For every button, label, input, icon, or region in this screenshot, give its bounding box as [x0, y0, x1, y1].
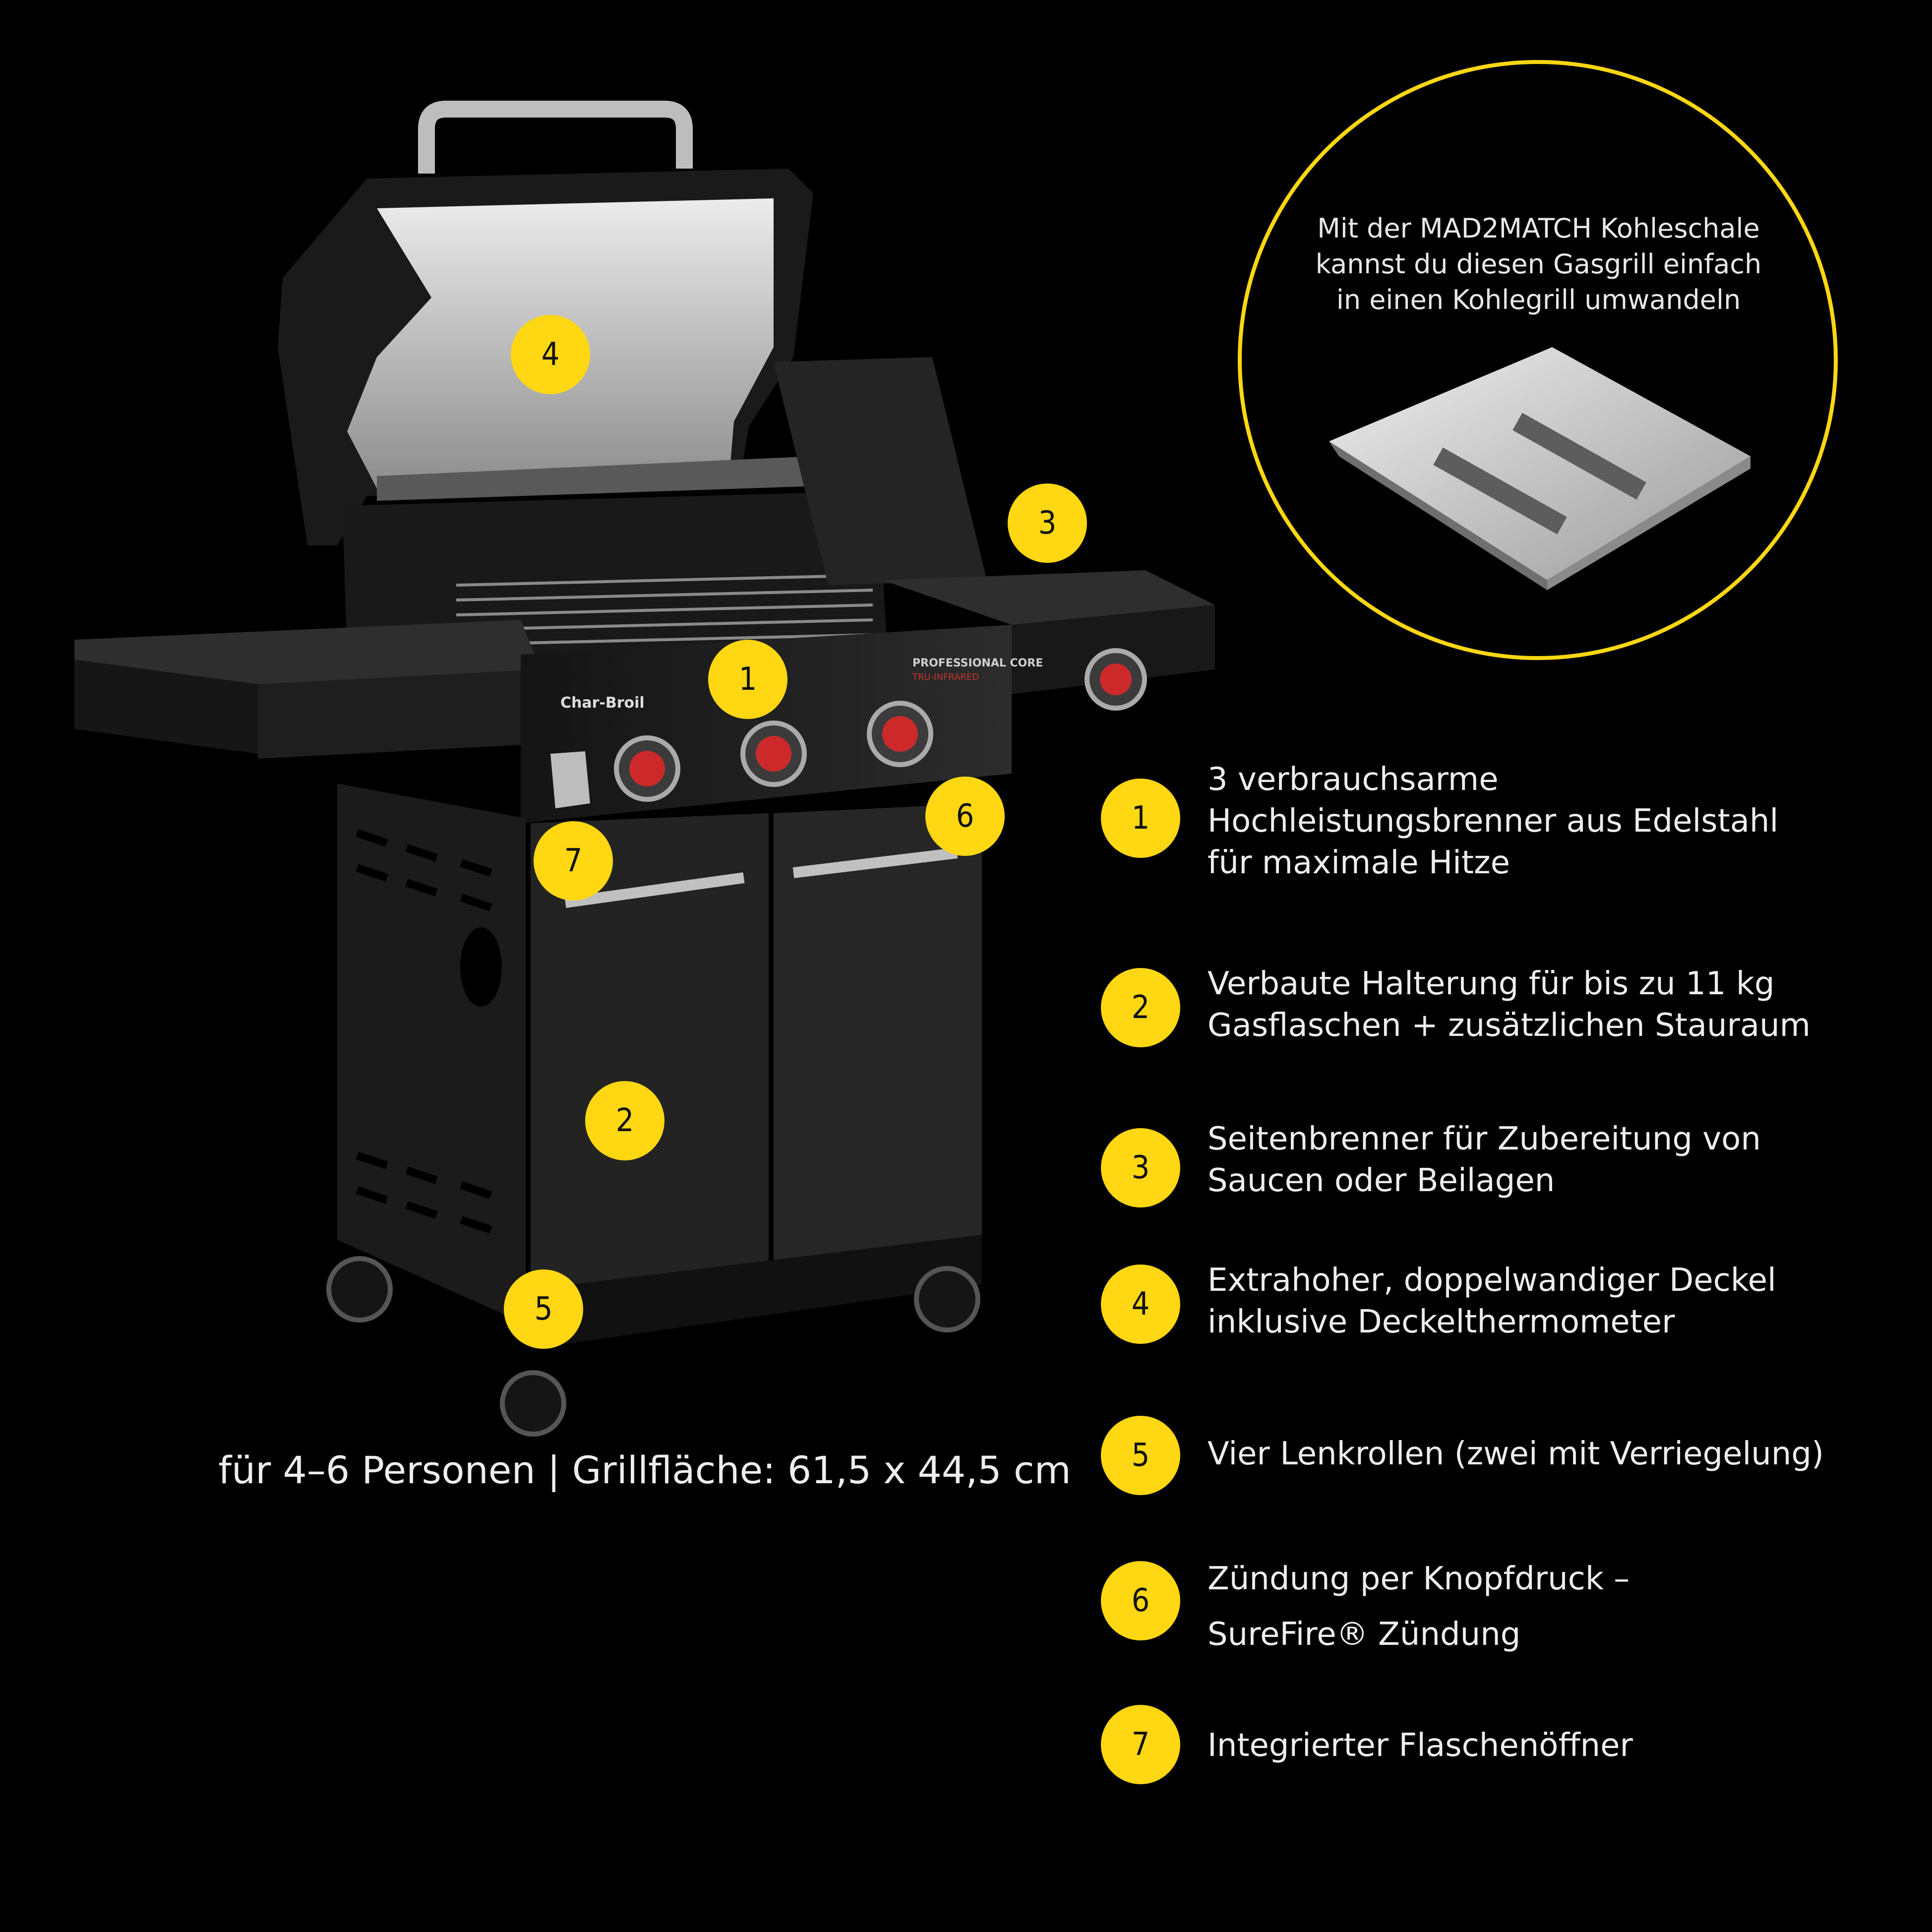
- callout-circle: [1238, 60, 1838, 660]
- feature-badge-2: 2: [1101, 968, 1180, 1047]
- product-badge-5: 5: [504, 1269, 583, 1349]
- feature-text-6: Zündung per Knopfdruck – SureFire® Zündu…: [1208, 1561, 1630, 1653]
- callout-text: Mit der MAD2MATCH Kohleschale kannst du …: [1315, 213, 1762, 315]
- product-badge-7: 7: [534, 821, 613, 901]
- feature-text-4: Extrahoher, doppelwandiger Deckel inklus…: [1208, 1262, 1776, 1340]
- series-label: PROFESSIONAL CORE: [912, 657, 1043, 669]
- feature-text-7: Integrierter Flaschenöffner: [1208, 1727, 1633, 1764]
- bottle-opener-shape: [550, 751, 590, 808]
- feature-text-5: Vier Lenkrollen (zwei mit Verriegelung): [1208, 1436, 1824, 1472]
- product-badge-2: 2: [585, 1081, 664, 1160]
- control-knobs: [614, 648, 1147, 802]
- side-burner-lid: [774, 357, 987, 585]
- warming-rack: [377, 456, 818, 501]
- feature-item-1: 1 3 verbrauchsarme Hochleistungsbrenner …: [1101, 761, 1904, 907]
- product-badge-4: 4: [511, 315, 590, 394]
- feature-badge-5: 5: [1101, 1416, 1180, 1495]
- feature-badge-1: 1: [1101, 779, 1180, 858]
- feature-item-3: 3 Seitenbrenner für Zubereitung von Sauc…: [1101, 1121, 1904, 1227]
- product-badge-6: 6: [925, 777, 1005, 856]
- brand-logo: Char-Broil: [560, 694, 645, 712]
- feature-text-2: Verbaute Halterung für bis zu 11 kg Gasf…: [1208, 966, 1811, 1044]
- side-vents: [356, 829, 492, 1234]
- caster-wheels: [326, 1256, 980, 1437]
- lid-handle: [418, 101, 693, 174]
- right-side-shelf: [883, 570, 1215, 625]
- feature-text-3: Seitenbrenner für Zubereitung von Saucen…: [1208, 1121, 1761, 1199]
- feature-badge-3: 3: [1101, 1128, 1180, 1208]
- feature-text-1: 3 verbrauchsarme Hochleistungsbrenner au…: [1208, 761, 1779, 881]
- cabinet-door-left: [531, 813, 769, 1289]
- product-badge-1: 1: [708, 640, 787, 719]
- product-badge-3: 3: [1008, 483, 1087, 563]
- feature-badge-7: 7: [1101, 1705, 1180, 1784]
- feature-item-5: 5 Vier Lenkrollen (zwei mit Verriegelung…: [1101, 1416, 1904, 1500]
- feature-item-4: 4 Extrahoher, doppelwandiger Deckel inkl…: [1101, 1262, 1904, 1364]
- subseries-label: TRU-INFRARED: [912, 672, 979, 682]
- feature-item-7: 7 Integrierter Flaschenöffner: [1101, 1705, 1904, 1789]
- cabinet-door-right: [774, 803, 982, 1265]
- product-caption: für 4–6 Personen | Grillfläche: 61,5 x 4…: [218, 1448, 1071, 1492]
- left-side-shelf: [74, 620, 541, 684]
- feature-item-6: 6 Zündung per Knopfdruck – SureFire® Zün…: [1101, 1561, 1904, 1660]
- feature-badge-6: 6: [1101, 1561, 1180, 1640]
- feature-badge-4: 4: [1101, 1265, 1180, 1344]
- feature-item-2: 2 Verbaute Halterung für bis zu 11 kg Ga…: [1101, 966, 1904, 1067]
- cabinet-left-side: [337, 784, 526, 1324]
